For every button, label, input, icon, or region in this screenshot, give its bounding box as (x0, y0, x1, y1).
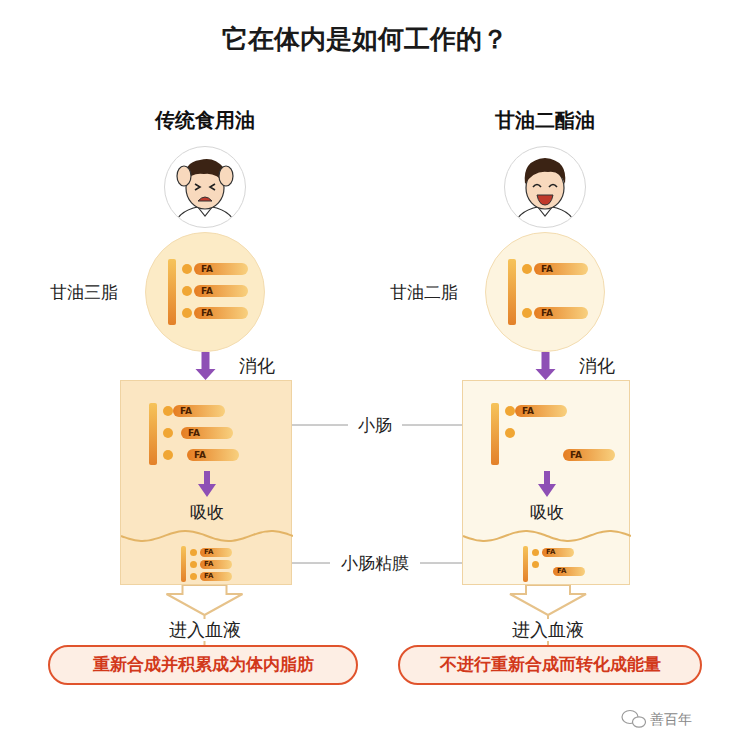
ester-dot (532, 561, 539, 568)
absorb-arrow (198, 471, 216, 497)
fatty-acid-chain: FA (173, 405, 225, 417)
watermark-icon (622, 711, 646, 728)
result-box: 不进行重新合成而转化成能量 (398, 645, 702, 685)
happy-face (505, 147, 585, 232)
fatty-acid-chain: FA (200, 548, 232, 557)
molecule-circle: 甘油二脂FAFA (485, 232, 605, 352)
edge-label: 消化 (236, 355, 278, 377)
face-circle: 传统食用油 (164, 146, 246, 228)
watermark: 善百年 (647, 711, 695, 729)
edge-label: 进入血液 (166, 619, 244, 641)
glycerol-bar (491, 403, 499, 465)
step-label: 吸收 (190, 501, 224, 524)
mucosa-wave (121, 531, 293, 541)
glycerol-bar (168, 259, 176, 325)
fatty-acid-chain: FA (534, 307, 588, 319)
ester-dot (522, 308, 532, 318)
ester-dot (190, 549, 197, 556)
column-heading: 甘油二酯油 (495, 107, 595, 134)
ester-dot (522, 264, 532, 274)
molecule-circle: 甘油三脂FAFAFA (145, 232, 265, 352)
glycerol-bar (508, 259, 516, 325)
flow-arrow-shape (536, 352, 556, 380)
fatty-acid-chain: FA (194, 263, 248, 275)
fatty-acid-chain: FA (181, 427, 233, 439)
ester-dot (190, 561, 197, 568)
flow-arrow-shape (510, 585, 586, 645)
part-label: 小肠粘膜 (338, 552, 412, 575)
ester-dot (190, 573, 197, 580)
mucosa-wave (463, 531, 631, 541)
ester-dot (505, 428, 515, 438)
intestine-box: FA FA FA 吸收 FA FA FA (120, 380, 292, 585)
intestine-box: FA FA 吸收 FA FA (462, 380, 630, 585)
fatty-acid-chain: FA (194, 285, 248, 297)
edge-label: 消化 (576, 355, 618, 377)
fatty-acid-chain: FA (187, 449, 239, 461)
molecule-name: 甘油三脂 (50, 281, 118, 304)
ester-dot (532, 549, 539, 556)
ester-dot (182, 264, 192, 274)
fatty-acid-chain: FA (200, 560, 232, 569)
flow-arrow (536, 352, 556, 380)
fatty-acid-chain: FA (194, 307, 248, 319)
fatty-acid-chain: FA (542, 548, 574, 557)
glycerol-bar (523, 546, 528, 582)
fatty-acid-chain: FA (534, 263, 588, 275)
ester-dot (163, 406, 173, 416)
flow-arrow-shape (167, 585, 243, 645)
step-label: 吸收 (530, 501, 564, 524)
ester-dot (163, 450, 173, 460)
ester-dot (182, 308, 192, 318)
fatty-acid-chain: FA (553, 567, 585, 576)
flow-arrow (196, 352, 216, 380)
ester-dot (505, 406, 515, 416)
flow-arrow (167, 585, 243, 645)
fatty-acid-chain: FA (515, 405, 567, 417)
column-heading: 传统食用油 (155, 107, 255, 134)
absorb-arrow (538, 471, 556, 497)
fatty-acid-chain: FA (200, 572, 232, 581)
fatty-acid-chain: FA (563, 449, 615, 461)
glycerol-bar (181, 546, 186, 582)
glycerol-bar (149, 403, 157, 465)
ester-dot (163, 428, 173, 438)
result-text: 重新合成并积累成为体内脂肪 (93, 654, 314, 675)
face-circle: 甘油二酯油 (504, 146, 586, 228)
edge-label: 进入血液 (509, 619, 587, 641)
ester-dot (182, 286, 192, 296)
result-text: 不进行重新合成而转化成能量 (440, 654, 661, 675)
diagram-title: 它在体内是如何工作的？ (0, 22, 730, 57)
worried-face (165, 147, 245, 232)
result-box: 重新合成并积累成为体内脂肪 (48, 645, 358, 685)
flow-arrow (510, 585, 586, 645)
flow-arrow-shape (196, 352, 216, 380)
part-label: 小肠 (355, 414, 395, 437)
molecule-name: 甘油二脂 (390, 281, 458, 304)
